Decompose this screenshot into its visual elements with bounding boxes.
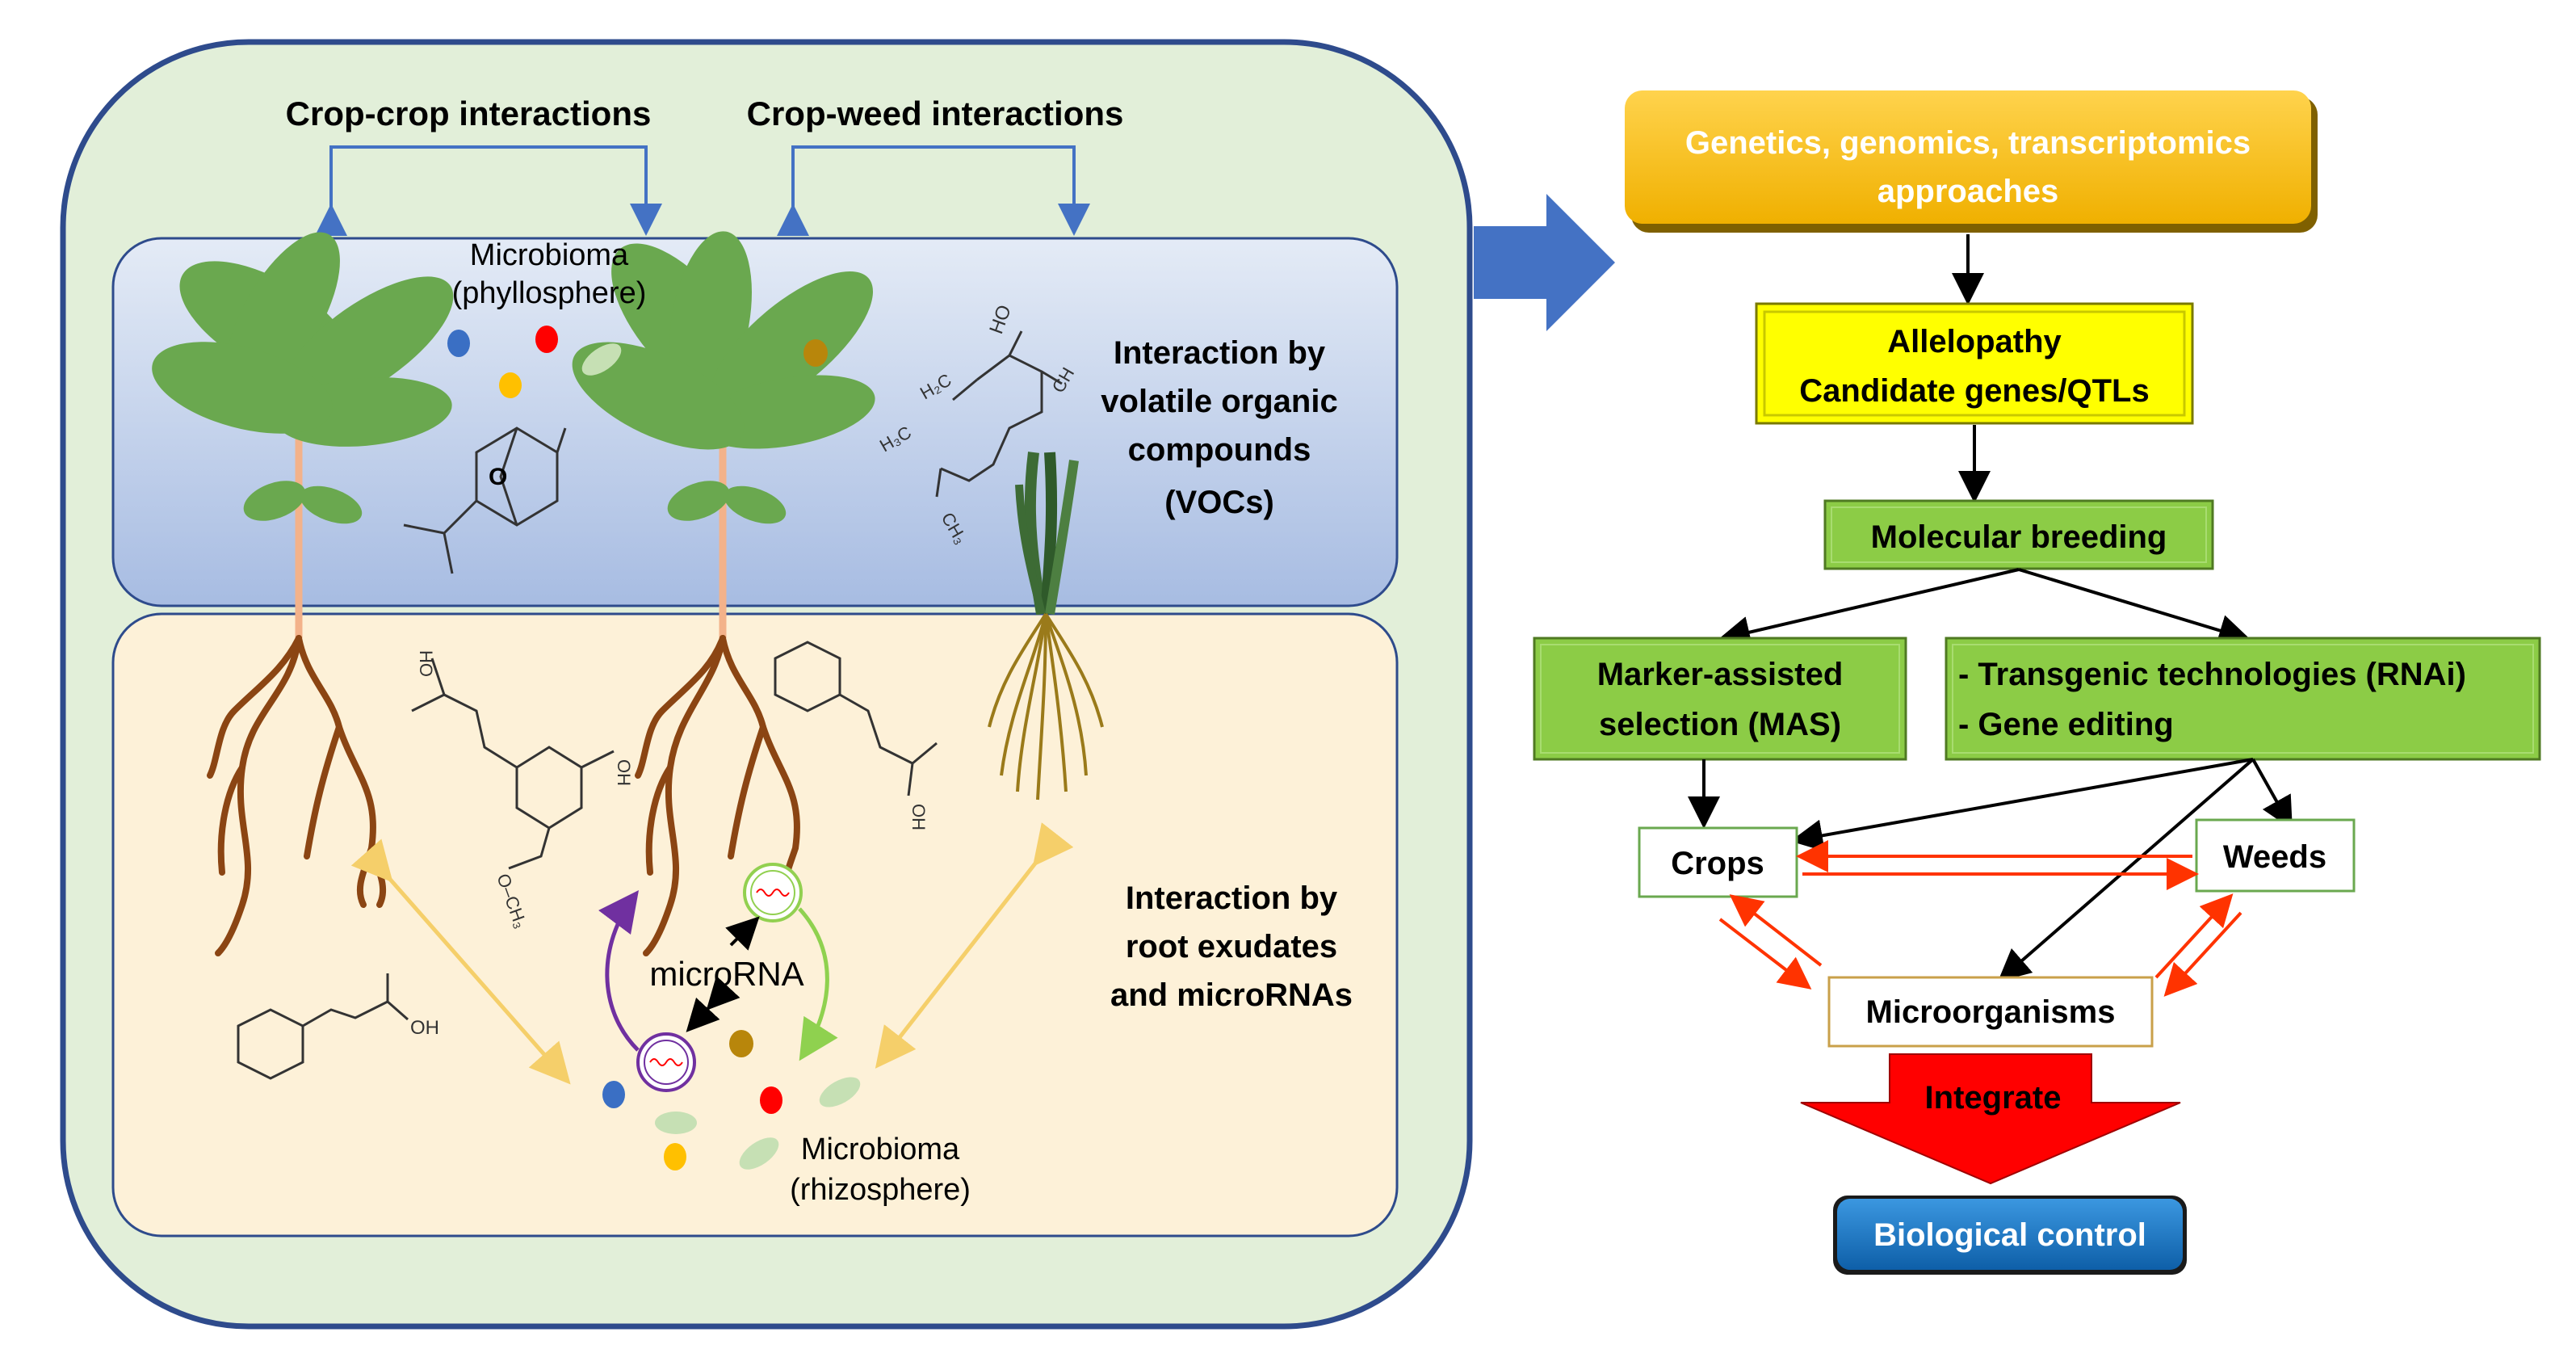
chem-oh-cinnamic-bottom: OH <box>410 1017 439 1039</box>
svg-text:(VOCs): (VOCs) <box>1164 485 1274 520</box>
microbioma-rhizo-line2: (rhizosphere) <box>790 1173 971 1207</box>
eucalyptol-molecule: O <box>403 427 567 574</box>
microbe-yellow-rhizo <box>664 1143 686 1170</box>
microbe-olive-rhizo <box>729 1030 753 1057</box>
crops-box: Crops <box>1638 826 1798 898</box>
microorganisms-box: Microorganisms <box>1827 976 2154 1048</box>
svg-text:root exudates: root exudates <box>1126 929 1337 964</box>
microbe-green-phyllo <box>581 343 622 376</box>
microbe-blue-phyllo <box>447 330 470 357</box>
microbe-yellow-phyllo <box>499 372 522 398</box>
transgenic-box: - Transgenic technologies (RNAi) - Gene … <box>1945 637 2541 761</box>
svg-text:Biological control: Biological control <box>1873 1217 2146 1253</box>
microrna-arrow-down <box>686 975 740 1032</box>
svg-text:Integrate: Integrate <box>1925 1080 2062 1116</box>
chem-ho-ferulic: HO <box>416 650 436 677</box>
molecular-breeding-box: Molecular breeding <box>1823 499 2214 570</box>
chem-oh-cinnamic-mid: OH <box>908 804 929 830</box>
svg-text:- Gene editing: - Gene editing <box>1958 707 2174 742</box>
linalool-molecule <box>935 330 1063 498</box>
arrow-transgenic-microorganisms <box>1997 758 2255 982</box>
svg-text:and microRNAs: and microRNAs <box>1110 977 1353 1013</box>
microbioma-phyllo-line1: Microbioma <box>470 238 629 272</box>
microbe-green-rhizo-2 <box>655 1112 697 1134</box>
microbe-red-phyllo <box>535 326 558 353</box>
red-arrow-weeds-to-micro <box>2163 911 2242 997</box>
microbe-blue-rhizo <box>602 1081 625 1108</box>
svg-text:Genetics, genomics, transcript: Genetics, genomics, transcriptomics <box>1685 125 2251 161</box>
weeds-box: Weeds <box>2195 818 2356 893</box>
root-text-block: Interaction by root exudates and microRN… <box>1110 880 1353 1013</box>
microbe-green-rhizo-1 <box>819 1077 861 1107</box>
green-curved-arrow <box>798 907 838 1061</box>
svg-text:Allelopathy: Allelopathy <box>1887 324 2062 359</box>
arrow-transgenic-weeds <box>2251 759 2293 830</box>
microrna-arrow-up <box>725 916 760 951</box>
crop-plant-1 <box>152 232 454 638</box>
arrow-molecular-mas <box>1718 568 2020 649</box>
svg-text:Microorganisms: Microorganisms <box>1866 994 2116 1030</box>
yellow-arrow-right <box>875 822 1074 1069</box>
svg-text:compounds: compounds <box>1128 432 1311 468</box>
arrow-molecular-transgenic <box>2018 568 2251 646</box>
mas-box: Marker-assisted selection (MAS) <box>1533 637 1907 761</box>
microbioma-phyllo-line2: (phyllosphere) <box>452 276 647 310</box>
microbe-red-rhizo <box>760 1086 782 1114</box>
crop-weed-bracket-arrow <box>777 145 1090 236</box>
cinnamic-acid-molecule-mid <box>774 641 938 796</box>
ferulic-acid-molecule <box>411 658 615 870</box>
microrna-label: microRNA <box>649 955 803 993</box>
biological-control-box: Biological control <box>1833 1196 2187 1275</box>
svg-text:Interaction by: Interaction by <box>1114 335 1326 371</box>
microbioma-rhizo-line1: Microbioma <box>801 1133 960 1166</box>
big-blue-arrow <box>1474 194 1615 331</box>
svg-text:O: O <box>489 464 507 490</box>
crop-plant-2 <box>572 231 875 638</box>
crop-crop-bracket-arrow <box>315 145 662 236</box>
voc-text-block: Interaction by volatile organic compound… <box>1101 335 1337 520</box>
svg-text:volatile organic: volatile organic <box>1101 384 1337 419</box>
chem-oh-ferulic: OH <box>614 759 634 786</box>
red-arrow-crops-to-micro <box>1718 918 1812 990</box>
svg-text:Weeds: Weeds <box>2223 839 2326 875</box>
microrna-circle-lower <box>636 1032 696 1092</box>
svg-text:Candidate genes/QTLs: Candidate genes/QTLs <box>1799 373 2149 409</box>
yellow-arrow-left <box>350 838 571 1085</box>
integrate-arrow: Integrate <box>1800 1053 2181 1185</box>
allelopathy-box: Allelopathy Candidate genes/QTLs <box>1755 302 2194 425</box>
microbe-green-rhizo-3 <box>739 1137 779 1170</box>
svg-text:- Transgenic technologies (R: - Transgenic technologies (RNAi) <box>1958 657 2466 692</box>
microbe-olive-phyllo <box>803 339 828 367</box>
weed-plant <box>1015 452 1079 616</box>
svg-text:selection (MAS): selection (MAS) <box>1599 707 1841 742</box>
crop-crop-label: Crop-crop interactions <box>286 95 652 132</box>
microrna-circle-upper <box>743 863 803 922</box>
svg-text:approaches: approaches <box>1877 174 2059 209</box>
svg-text:Molecular breeding: Molecular breeding <box>1871 519 2167 555</box>
crop-weed-label: Crop-weed interactions <box>747 95 1124 132</box>
arrow-transgenic-crops <box>1790 758 2254 852</box>
svg-text:Interaction by: Interaction by <box>1126 880 1338 916</box>
purple-curved-arrow <box>598 889 640 1052</box>
red-arrow-micro-to-crops <box>1729 894 1823 967</box>
svg-text:Marker-assisted: Marker-assisted <box>1597 657 1844 692</box>
weed-roots <box>988 612 1104 801</box>
svg-text:Crops: Crops <box>1671 846 1764 881</box>
genetics-box: Genetics, genomics, transcriptomics appr… <box>1625 90 2318 233</box>
